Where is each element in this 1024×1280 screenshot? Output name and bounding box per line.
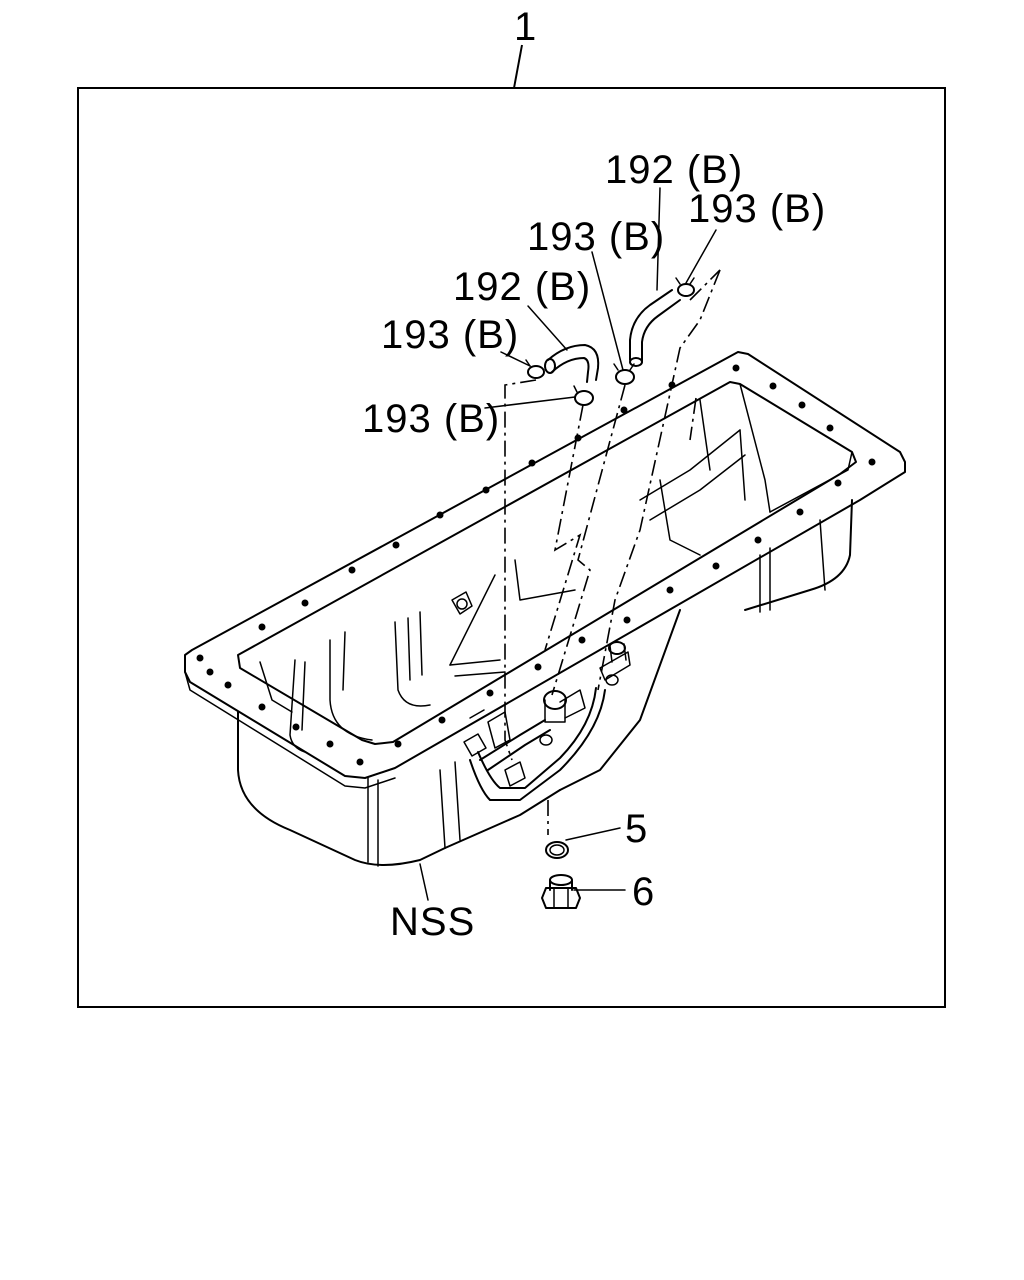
hose-upper-right bbox=[629, 289, 681, 367]
clamp-upper-middle bbox=[613, 363, 635, 385]
callout-gasket: 5 bbox=[625, 807, 648, 851]
clamp-upper-right bbox=[675, 277, 695, 297]
drain-plug bbox=[541, 874, 581, 909]
assembly-frame bbox=[77, 87, 946, 1008]
flange-bolt-holes bbox=[196, 364, 876, 766]
clamp-left-upper bbox=[525, 359, 545, 379]
oil-pan bbox=[184, 351, 906, 867]
clamp-left-lower bbox=[573, 385, 594, 406]
callout-hose-upper-right: 192 (B) bbox=[605, 148, 743, 192]
callout-clamp-left-lower: 193 (B) bbox=[362, 397, 500, 441]
callout-drain-plug: 6 bbox=[632, 870, 655, 914]
callout-hose-middle: 192 (B) bbox=[453, 265, 591, 309]
gasket bbox=[545, 841, 569, 859]
callout-oil-pan: NSS bbox=[390, 900, 475, 944]
assembly-center-lines bbox=[504, 269, 721, 835]
callout-assembly: 1 bbox=[514, 5, 537, 49]
callout-leaders bbox=[419, 187, 717, 901]
callout-clamp-upper-middle: 193 (B) bbox=[527, 215, 665, 259]
callout-clamp-upper-right: 193 (B) bbox=[688, 187, 826, 231]
hose-middle bbox=[544, 344, 600, 383]
oil-pipe-assembly bbox=[463, 641, 631, 801]
callout-clamp-left-upper: 193 (B) bbox=[381, 313, 519, 357]
assembly-leader bbox=[513, 44, 523, 89]
